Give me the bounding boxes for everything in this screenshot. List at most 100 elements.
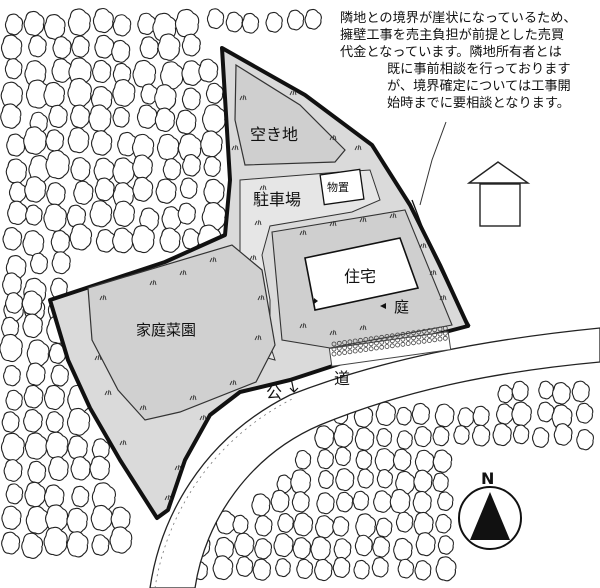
public-road [149, 327, 600, 588]
tree-icon [393, 537, 413, 562]
tree-icon [471, 424, 491, 447]
tree-icon [4, 13, 24, 36]
tree-icon [181, 87, 201, 111]
tree-icon [131, 133, 155, 161]
tree-icon [372, 536, 391, 558]
tree-icon [251, 493, 271, 517]
tree-icon [132, 176, 154, 202]
road-label-1: 公 [266, 383, 282, 402]
tree-icon [156, 133, 180, 161]
tree-icon [354, 427, 375, 451]
tree-icon [333, 423, 354, 448]
tree-icon [511, 380, 529, 402]
tree-icon [132, 154, 153, 180]
tree-icon [2, 272, 22, 297]
tree-icon [94, 177, 115, 202]
tree-icon [50, 229, 71, 254]
vegetable-garden-area [87, 244, 276, 421]
tree-icon [292, 537, 312, 560]
tree-icon [355, 513, 377, 539]
tree-icon [512, 424, 530, 445]
tree-icon [157, 33, 181, 61]
tree-icon [67, 8, 91, 37]
house-building [304, 237, 420, 311]
tree-icon [26, 339, 50, 367]
tree-icon [254, 515, 273, 537]
tree-icon [5, 389, 23, 411]
parking-label: 駐車場 [253, 190, 301, 209]
tree-icon [154, 84, 177, 112]
compass-north-letter: N [481, 469, 494, 488]
tree-icon [1, 411, 20, 433]
tree-icon [453, 425, 470, 445]
tree-icon [472, 405, 490, 427]
note-line-6: 始時までに要相談となります。 [387, 95, 570, 111]
tree-icon [537, 401, 555, 423]
tree-icon [376, 469, 393, 489]
tree-icon [414, 426, 432, 448]
tree-icon [43, 203, 67, 232]
tree-icon [0, 333, 23, 363]
tree-icon [22, 230, 45, 257]
tree-icon [0, 432, 25, 462]
tree-icon [531, 427, 550, 448]
tree-icon [174, 8, 200, 39]
tree-icon [435, 513, 452, 534]
tree-icon [92, 59, 112, 84]
tree-icon [437, 535, 455, 555]
tree-icon [154, 107, 176, 132]
tree-icon [411, 402, 431, 425]
note-line-3: 代金となっています。隣地所有者とは [340, 44, 562, 60]
tree-icon [162, 158, 182, 181]
tree-icon [137, 12, 156, 36]
tree-icon [91, 534, 110, 556]
grass-marks [94, 89, 447, 501]
tree-icon [371, 557, 389, 578]
tree-icon [110, 506, 131, 531]
tree-icon [181, 60, 203, 86]
tree-icon [576, 429, 595, 451]
tree-icon [67, 435, 88, 460]
tree-icon [175, 109, 197, 135]
tree-icon [318, 470, 334, 490]
tree-icon [70, 157, 91, 182]
tree-icon [136, 104, 158, 129]
tree-icon [310, 536, 331, 561]
tree-icon [139, 36, 159, 60]
tree-icon [335, 468, 355, 492]
tree-icon [214, 536, 235, 561]
note-line-5: が、境界確定については工事開 [387, 78, 571, 94]
tree-icon [511, 401, 532, 427]
note-leader-line [419, 121, 447, 206]
tree-icon [354, 534, 373, 557]
tree-icon [4, 58, 23, 80]
tree-icon [23, 384, 44, 409]
tree-icon [90, 130, 113, 156]
tree-icon [294, 449, 312, 470]
tree-icon [112, 157, 135, 185]
tree-icon [551, 382, 571, 405]
marker-arrow-left [314, 298, 318, 304]
tree-icon [5, 483, 24, 505]
tree-icon [22, 313, 43, 339]
tree-icon [315, 515, 335, 539]
tree-icon [392, 448, 412, 472]
tree-icon [70, 104, 90, 129]
tree-icon [376, 428, 393, 447]
tree-icon [336, 491, 354, 513]
tree-icon [0, 81, 23, 109]
tree-icon [71, 485, 90, 508]
tree-icon [67, 77, 92, 108]
road-label-2: 道 [334, 369, 350, 388]
tree-icon [273, 532, 294, 558]
tree-icon [415, 532, 436, 557]
tree-icon [316, 492, 335, 515]
tree-icon [432, 472, 449, 493]
tree-icon [66, 507, 88, 534]
compass: N [458, 469, 522, 550]
yard-label: 庭 [394, 298, 409, 316]
tree-icon [112, 79, 136, 107]
tree-icon [28, 35, 47, 58]
tree-icon [275, 558, 291, 578]
